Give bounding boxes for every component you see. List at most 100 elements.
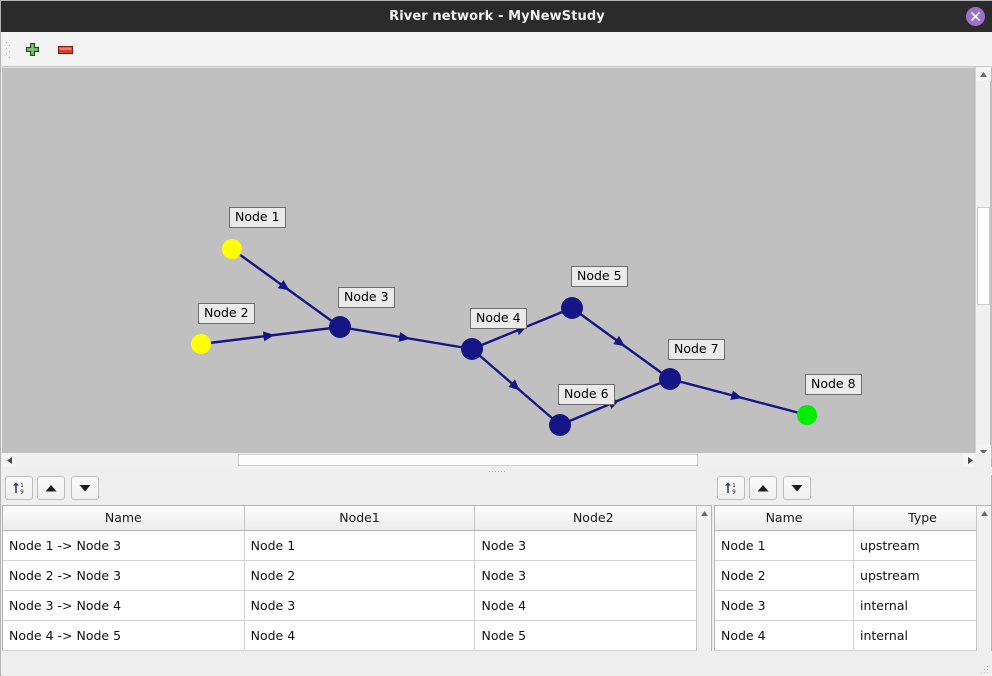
table-cell[interactable]: Node 1 (244, 530, 476, 561)
network-node[interactable] (191, 334, 211, 354)
canvas-horizontal-scroll-thumb[interactable] (238, 454, 698, 466)
table-cell[interactable]: Node 3 (715, 590, 855, 621)
red-minus-delete-icon[interactable] (54, 40, 76, 60)
window-title: River network - MyNewStudy (389, 9, 605, 24)
edge-arrow-icon (398, 331, 411, 342)
horizontal-splitter[interactable] (2, 467, 992, 475)
arrow-down-icon[interactable] (71, 476, 99, 500)
node-label-box[interactable]: Node 4 (470, 308, 527, 329)
canvas-horizontal-scrollbar[interactable] (2, 453, 977, 467)
table-cell[interactable]: Node 2 (244, 560, 476, 591)
network-node[interactable] (797, 405, 817, 425)
table-cell[interactable]: Node 3 (474, 560, 711, 591)
links-table-scrollbar[interactable] (696, 506, 711, 674)
toolbar-drag-handle[interactable] (6, 40, 11, 59)
node-label-box[interactable]: Node 3 (338, 287, 395, 308)
network-node[interactable] (549, 414, 571, 436)
table-cell[interactable]: Node 3 -> Node 4 (3, 590, 245, 621)
svg-text:1: 1 (732, 483, 736, 489)
nodes-table-scrollbar[interactable] (976, 506, 991, 674)
table-cell[interactable]: Node 1 (715, 530, 855, 561)
table-cell[interactable]: upstream (853, 530, 991, 561)
vertical-splitter[interactable] (712, 475, 714, 675)
edge-arrow-icon (613, 335, 626, 347)
network-node[interactable] (329, 316, 351, 338)
table-cell[interactable]: Node 2 (715, 560, 855, 591)
scrollbar-corner (975, 453, 990, 467)
table-cell[interactable]: internal (853, 590, 991, 621)
table-cell[interactable]: Node 4 (474, 590, 711, 621)
network-node[interactable] (659, 368, 681, 390)
vertical-splitter-grip-icon (711, 561, 715, 576)
scroll-right-icon[interactable] (963, 453, 977, 467)
canvas-vertical-scrollbar[interactable] (975, 67, 991, 459)
node-label-box[interactable]: Node 2 (198, 303, 255, 324)
close-icon[interactable] (966, 7, 985, 26)
node-label-box[interactable]: Node 5 (571, 266, 628, 287)
table-cell[interactable]: Node 1 -> Node 3 (3, 530, 245, 561)
resize-grip-icon[interactable] (979, 664, 989, 674)
svg-text:9: 9 (732, 490, 736, 496)
edge-arrow-icon (730, 390, 743, 401)
network-graph (191, 239, 817, 436)
arrow-down-icon[interactable] (783, 476, 811, 500)
column-header[interactable]: Node1 (244, 506, 476, 531)
column-header[interactable]: Type (853, 506, 991, 531)
arrow-up-icon[interactable] (749, 476, 777, 500)
network-node[interactable] (461, 338, 483, 360)
sort-ascending-icon[interactable]: 1 9 (5, 476, 33, 500)
svg-text:1: 1 (20, 483, 24, 489)
scroll-up-icon[interactable] (976, 67, 991, 81)
table-cell[interactable]: Node 4 -> Node 5 (3, 620, 245, 651)
node-label-box[interactable]: Node 6 (558, 384, 615, 405)
node-label-box[interactable]: Node 7 (668, 339, 725, 360)
canvas-vertical-scroll-thumb[interactable] (977, 207, 990, 305)
scroll-left-icon[interactable] (2, 453, 16, 467)
scroll-up-icon[interactable] (977, 506, 991, 520)
table-cell[interactable]: Node 2 -> Node 3 (3, 560, 245, 591)
splitter-grip-icon (489, 470, 505, 472)
table-cell[interactable]: Node 5 (474, 620, 711, 651)
table-cell[interactable]: Node 4 (715, 620, 855, 651)
scroll-up-icon[interactable] (697, 506, 711, 520)
node-label-box[interactable]: Node 1 (229, 207, 286, 228)
table-cell[interactable]: Node 4 (244, 620, 476, 651)
svg-text:9: 9 (20, 490, 24, 496)
main-toolbar (2, 32, 992, 67)
network-diagram-content: Node 1 Node 2 Node 3 Node 4 Node 5 Node 6 Node… (2, 68, 978, 459)
network-node[interactable] (561, 297, 583, 319)
green-plus-add-icon[interactable] (21, 40, 43, 60)
edge-arrow-icon (277, 280, 290, 291)
statusbar (2, 651, 992, 676)
edge-arrow-icon (262, 331, 275, 342)
column-header[interactable]: Name (3, 506, 245, 531)
edge-arrow-icon (508, 379, 520, 391)
table-cell[interactable]: Node 3 (244, 590, 476, 621)
sort-ascending-icon[interactable]: 1 9 (717, 476, 745, 500)
arrow-up-icon[interactable] (37, 476, 65, 500)
node-label-box[interactable]: Node 8 (805, 374, 862, 395)
table-cell[interactable]: Node 3 (474, 530, 711, 561)
table-cell[interactable]: upstream (853, 560, 991, 591)
table-cell[interactable]: internal (853, 620, 991, 651)
network-node[interactable] (222, 239, 242, 259)
network-diagram-canvas[interactable]: Node 1 Node 2 Node 3 Node 4 Node 5 Node 6 Node… (2, 67, 992, 459)
column-header[interactable]: Node2 (474, 506, 711, 531)
column-header[interactable]: Name (715, 506, 855, 531)
